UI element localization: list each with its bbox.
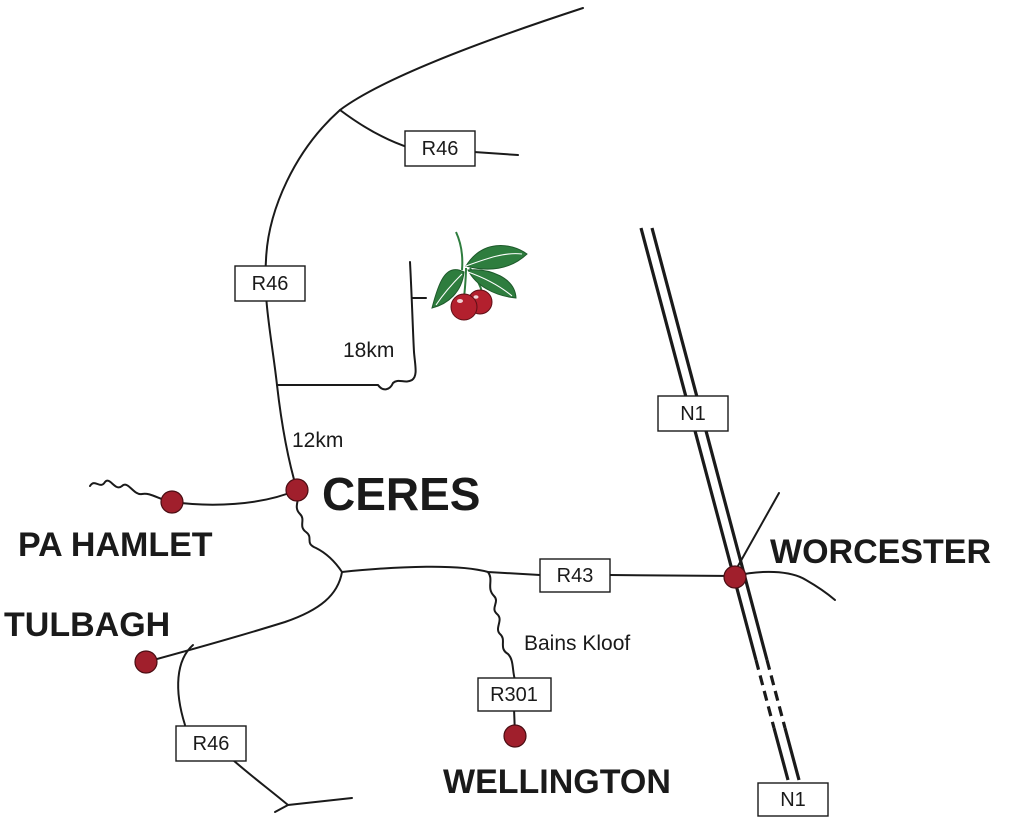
road-r46-south-lower xyxy=(232,759,289,806)
svg-text:R46: R46 xyxy=(193,733,230,755)
road-farm-turnoff xyxy=(276,261,417,391)
town-marker-tulbagh xyxy=(134,650,158,674)
road-to-pa-hamlet xyxy=(89,479,298,506)
town-label-ceres: CERES xyxy=(322,468,480,520)
cherry-icon xyxy=(431,231,528,321)
town-marker-pa-hamlet xyxy=(160,490,184,514)
shield-r301: R301 xyxy=(477,677,552,712)
shield-r46-south: R46 xyxy=(175,725,247,762)
distance-12km: 12km xyxy=(292,429,343,452)
town-marker-worcester xyxy=(723,565,747,589)
town-label-wellington: WELLINGTON xyxy=(443,763,671,801)
road-r46-south xyxy=(177,644,194,726)
shield-r43: R43 xyxy=(539,558,611,593)
svg-text:R46: R46 xyxy=(252,273,289,295)
road-worcester-north xyxy=(737,492,780,567)
road-r46-east-branch-end xyxy=(473,151,519,156)
town-label-worcester: WORCESTER xyxy=(770,533,991,571)
highway-n1-right-dashed xyxy=(765,659,787,729)
shield-r46-north: R46 xyxy=(404,130,476,167)
town-label-tulbagh: TULBAGH xyxy=(4,606,170,644)
svg-text:N1: N1 xyxy=(780,789,806,811)
road-r46-east-branch xyxy=(339,109,411,149)
road-ceres-south xyxy=(295,489,343,573)
road-bains-kloof xyxy=(487,571,516,681)
road-worcester-east xyxy=(734,570,836,601)
road-to-tulbagh xyxy=(145,571,343,663)
town-marker-ceres xyxy=(285,478,309,502)
road-r43 xyxy=(341,565,541,576)
shield-r46-main: R46 xyxy=(234,265,306,302)
shield-n1-north: N1 xyxy=(657,395,729,432)
svg-text:R43: R43 xyxy=(557,565,594,587)
svg-text:N1: N1 xyxy=(680,403,706,425)
highway-n1-right xyxy=(650,227,769,661)
road-r46-north xyxy=(264,7,584,491)
highway-n1-left-south xyxy=(772,727,790,781)
svg-text:R301: R301 xyxy=(490,684,538,706)
shield-n1-south: N1 xyxy=(757,782,829,817)
distance-18km: 18km xyxy=(343,339,394,362)
road-r46-south-fork xyxy=(274,797,353,813)
town-label-pa-hamlet: PA HAMLET xyxy=(18,526,213,564)
road-r43-east xyxy=(609,574,736,577)
pass-label-bains-kloof: Bains Kloof xyxy=(524,632,630,655)
highway-n1-left-dashed xyxy=(754,659,776,729)
highway-n1-left xyxy=(639,227,758,661)
town-marker-wellington xyxy=(503,724,527,748)
highway-n1-right-south xyxy=(783,727,801,781)
svg-text:R46: R46 xyxy=(422,138,459,160)
